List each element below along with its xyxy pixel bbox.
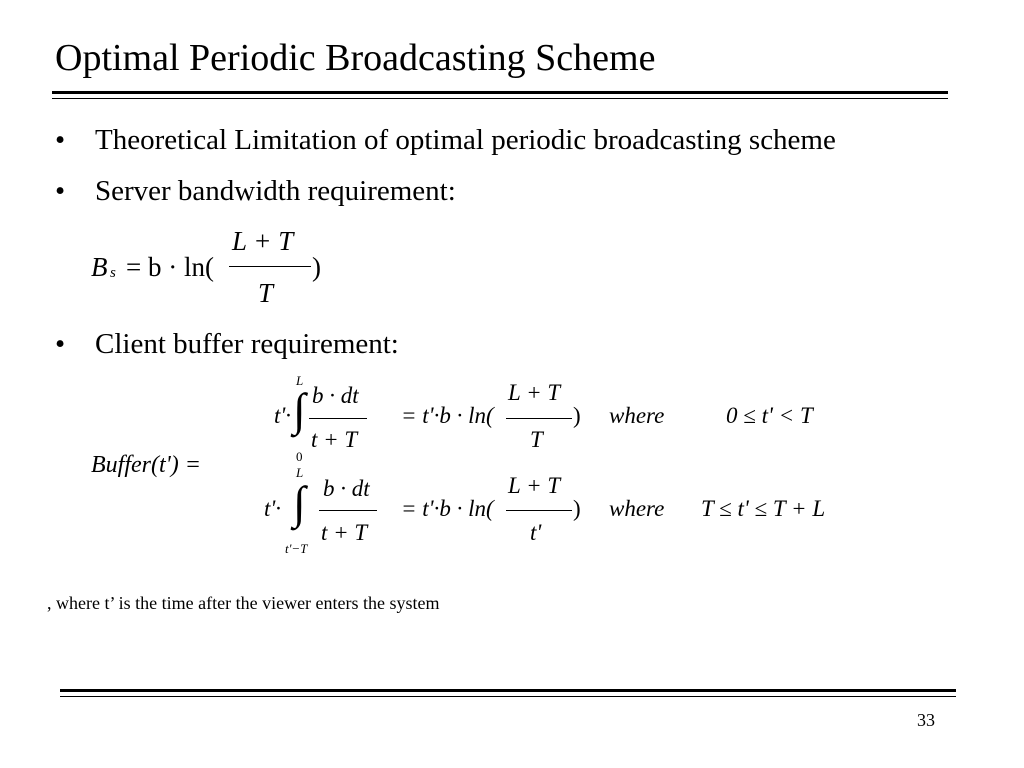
bullet-text: Server bandwidth requirement: [95,175,456,207]
case1-equals-ln: = t'·b · ln( [401,403,494,428]
bullet-text: Theoretical Limitation of optimal period… [95,124,836,156]
case1-integrand-denominator: t + T [311,427,358,452]
case1-ln-bar [506,418,572,419]
integral-sign-icon: ∫ [293,384,306,435]
case2-ln-denominator: t' [530,520,542,545]
footer-rule-thin [60,696,956,697]
formula-denominator: T [258,278,274,308]
case1-prefix: t'· [274,403,292,428]
integral-sign-icon: ∫ [293,477,306,528]
formula-close-paren: ) [312,252,321,282]
bullet-dot: • [55,124,66,156]
bullet-dot: • [55,175,66,207]
formula-fraction-bar [229,266,311,267]
formula-eq-ln: = b · ln( [126,252,214,282]
case1-close-paren: ) [573,403,581,428]
formula-numerator: L + T [232,226,294,256]
case2-where: where [609,496,665,521]
footer-rule-thick [60,689,956,692]
slide-title: Optimal Periodic Broadcasting Scheme [55,37,656,79]
case1-lower-limit: 0 [296,449,303,464]
footnote: , where t’ is the time after the viewer … [47,593,440,613]
case2-close-paren: ) [573,496,581,521]
formula-lhs-subscript: s [110,265,116,281]
title-rule-thick [52,91,948,94]
case2-ln-numerator: L + T [508,473,561,498]
case2-lower-limit: t'−T [285,541,308,556]
case1-where: where [609,403,665,428]
case2-integrand-bar [319,510,377,511]
case1-integrand-numerator: b · dt [312,383,359,408]
title-rule-thin [52,98,948,99]
page-number: 33 [917,710,935,730]
case1-ln-numerator: L + T [508,380,561,405]
buffer-lhs: Buffer(t') = [91,452,201,478]
case1-upper-limit: L [296,373,304,388]
case2-upper-limit: L [296,465,304,480]
case2-ln-bar [506,510,572,511]
case2-prefix: t'· [264,496,282,521]
bullet-text: Client buffer requirement: [95,328,399,360]
case2-equals-ln: = t'·b · ln( [401,496,494,521]
formula-lhs: B [91,252,108,282]
case1-integrand-bar [309,418,367,419]
case1-ln-denominator: T [530,427,543,452]
bullet-dot: • [55,328,66,360]
case2-integrand-numerator: b · dt [323,476,370,501]
case1-condition: 0 ≤ t' < T [726,403,813,428]
case2-integrand-denominator: t + T [321,520,368,545]
case2-condition: T ≤ t' ≤ T + L [701,496,826,521]
